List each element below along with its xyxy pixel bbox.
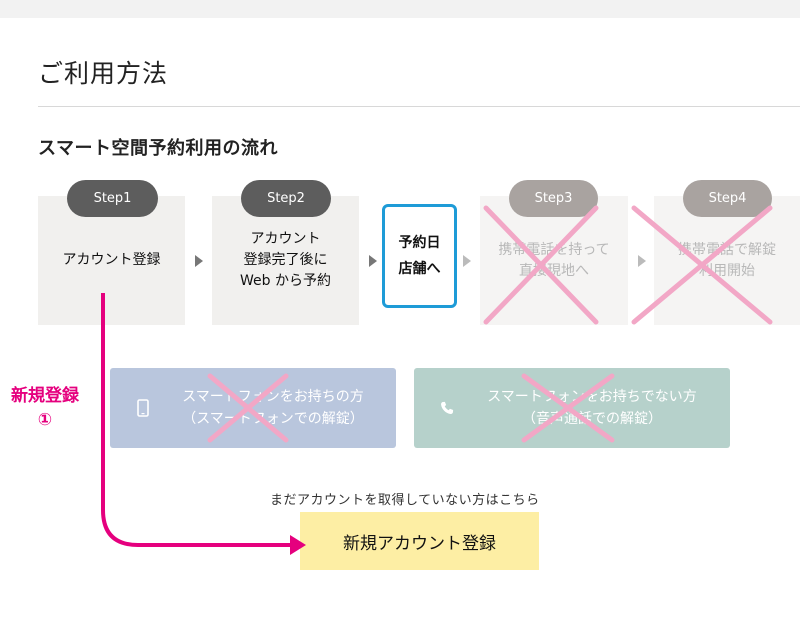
reservation-day-highlight: 予約日 店舗へ xyxy=(382,204,457,308)
step4-text: 携帯電話で解錠 利用開始 xyxy=(678,241,776,279)
annotation-number: ① xyxy=(37,410,53,430)
step1-pill: Step1 xyxy=(67,180,158,217)
step3-pill: Step3 xyxy=(509,180,598,217)
voice-option-line2: （音声通話での解錠） xyxy=(522,411,662,427)
annotation-label: 新規登録 ① xyxy=(0,384,90,432)
title-divider xyxy=(38,106,800,107)
new-account-register-button[interactable]: 新規アカウント登録 xyxy=(300,512,539,570)
phone-handset-icon xyxy=(440,400,454,416)
smartphone-option-line1: スマートフォンをお持ちの方 xyxy=(182,389,364,405)
step-arrow-icon xyxy=(463,255,471,267)
step-arrow-icon xyxy=(195,255,203,267)
top-bar xyxy=(0,0,800,18)
smartphone-option-button[interactable]: スマートフォンをお持ちの方 （スマートフォンでの解錠） xyxy=(110,368,396,448)
page-title: ご利用方法 xyxy=(38,59,169,88)
highlight-text: 予約日 店舗へ xyxy=(398,235,441,277)
step1-text: アカウント登録 xyxy=(62,252,161,268)
step2-pill: Step2 xyxy=(241,180,331,217)
step2-text: アカウント 登録完了後に Web から予約 xyxy=(240,231,331,289)
step4-pill: Step4 xyxy=(683,180,772,217)
smartphone-option-line2: （スマートフォンでの解錠） xyxy=(182,411,364,427)
step3-text: 携帯電話を持って 直接現地へ xyxy=(498,241,610,279)
voice-option-line1: スマートフォンをお持ちでない方 xyxy=(487,389,697,405)
no-account-notice: まだアカウントを取得していない方はこちら xyxy=(270,493,540,508)
step-arrow-icon xyxy=(369,255,377,267)
voice-call-option-button[interactable]: スマートフォンをお持ちでない方 （音声通話での解錠） xyxy=(414,368,730,448)
step-arrow-icon xyxy=(638,255,646,267)
section-title: スマート空間予約利用の流れ xyxy=(38,138,278,159)
smartphone-icon xyxy=(136,399,150,417)
annotation-label-text: 新規登録 xyxy=(11,386,79,406)
